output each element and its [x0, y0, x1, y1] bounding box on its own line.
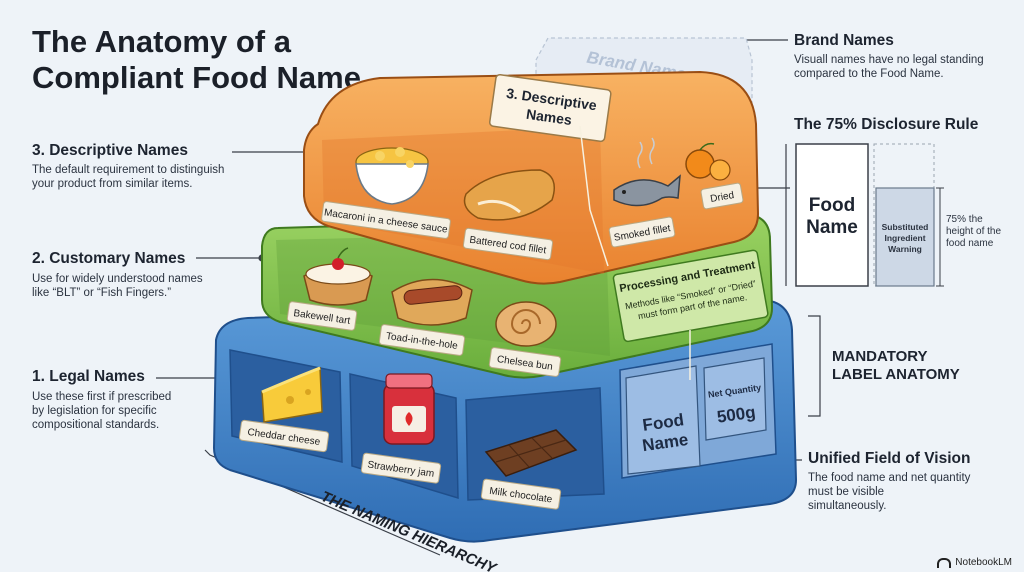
disclosure-rule-heading: The 75% Disclosure Rule: [794, 116, 979, 133]
rule-warning-line-1: Substituted: [882, 222, 929, 232]
brand-names-text: Visuall names have no legal standing com…: [794, 54, 984, 80]
cheddar-cheese-icon: [261, 366, 323, 423]
rule-food-line-1: Food: [809, 195, 855, 216]
smoked-fillet-label: Smoked fillet: [608, 216, 676, 248]
unified-field-note: Unified Field of Vision The food name an…: [808, 450, 1018, 513]
page-title: The Anatomy of a Compliant Food Name: [32, 24, 361, 96]
tier-legal-names: Cheddar cheese Strawberry jam Milk choco…: [212, 298, 798, 543]
dried-label: Dried: [700, 182, 744, 210]
notebooklm-logo-icon: [937, 557, 952, 568]
disclosure-rule-graphic: Food Name Substituted Ingredient Warning…: [785, 143, 1001, 287]
footer-text: NotebookLM: [955, 557, 1012, 568]
macaroni-bowl-icon: [355, 147, 429, 205]
unified-field-heading: Unified Field of Vision: [808, 450, 971, 467]
bakewell-tart-icon: [303, 247, 373, 306]
mandatory-label-anatomy: MANDATORY LABEL ANATOMY: [832, 348, 960, 383]
rule-note-line-1: 75% the: [946, 214, 983, 225]
svg-text:Dried: Dried: [710, 190, 735, 205]
rule-food-line-2: Name: [806, 217, 858, 238]
cheddar-cheese-label: Cheddar cheese: [238, 419, 330, 453]
rule-warning-line-2: Ingredient: [884, 233, 925, 243]
descriptive-names-tag: 3. Descriptive Names: [488, 73, 612, 143]
rule-note-line-3: food name: [946, 238, 994, 249]
toad-in-the-hole-label: Toad-in-the-hole: [378, 324, 466, 356]
footer-brand: NotebookLM: [937, 557, 1012, 568]
strawberry-jam-icon: [383, 373, 435, 445]
milk-chocolate-icon: [484, 429, 578, 477]
milk-chocolate-label: Milk chocolate: [480, 478, 562, 510]
label-anatomy-panel: Food Name Net Quantity 500g: [619, 343, 777, 479]
rule-note-line-2: height of the: [946, 226, 1001, 237]
brand-names-heading: Brand Names: [794, 32, 894, 49]
title-line-1: The Anatomy of a: [32, 24, 291, 59]
descriptive-names-text: The default requirement to distinguish y…: [32, 164, 225, 190]
chelsea-bun-label: Chelsea bun: [488, 347, 562, 377]
battered-cod-icon: [463, 169, 555, 221]
tier-descriptive-names: 3. Descriptive Names Macaroni: [303, 70, 760, 380]
customary-names-note: 2. Customary Names Use for widely unders…: [32, 250, 252, 300]
smoked-fish-icon: [613, 137, 681, 207]
dried-orange-icon: [685, 142, 731, 181]
legal-names-note: 1. Legal Names Use these first if prescr…: [32, 368, 232, 432]
unified-field-text: The food name and net quantity must be v…: [808, 472, 971, 512]
legal-names-heading: 1. Legal Names: [32, 368, 145, 385]
legal-names-text: Use these first if prescribed by legisla…: [32, 391, 172, 431]
descriptive-names-heading: 3. Descriptive Names: [32, 142, 188, 159]
chelsea-bun-icon: [495, 301, 557, 347]
brand-names-note: Brand Names Visuall names have no legal …: [794, 32, 1019, 81]
bakewell-tart-label: Bakewell tart: [286, 301, 358, 331]
toad-in-the-hole-icon: [391, 278, 473, 326]
customary-names-heading: 2. Customary Names: [32, 250, 186, 267]
tag-line-2: Names: [525, 106, 573, 128]
descriptive-names-note: 3. Descriptive Names The default require…: [32, 142, 292, 191]
rule-warning-line-3: Warning: [888, 244, 922, 254]
title-line-2: Compliant Food Name: [32, 60, 361, 95]
battered-cod-label: Battered cod fillet: [462, 227, 554, 261]
customary-names-text: Use for widely understood names like “BL…: [32, 273, 203, 299]
strawberry-jam-label: Strawberry jam: [360, 452, 442, 484]
